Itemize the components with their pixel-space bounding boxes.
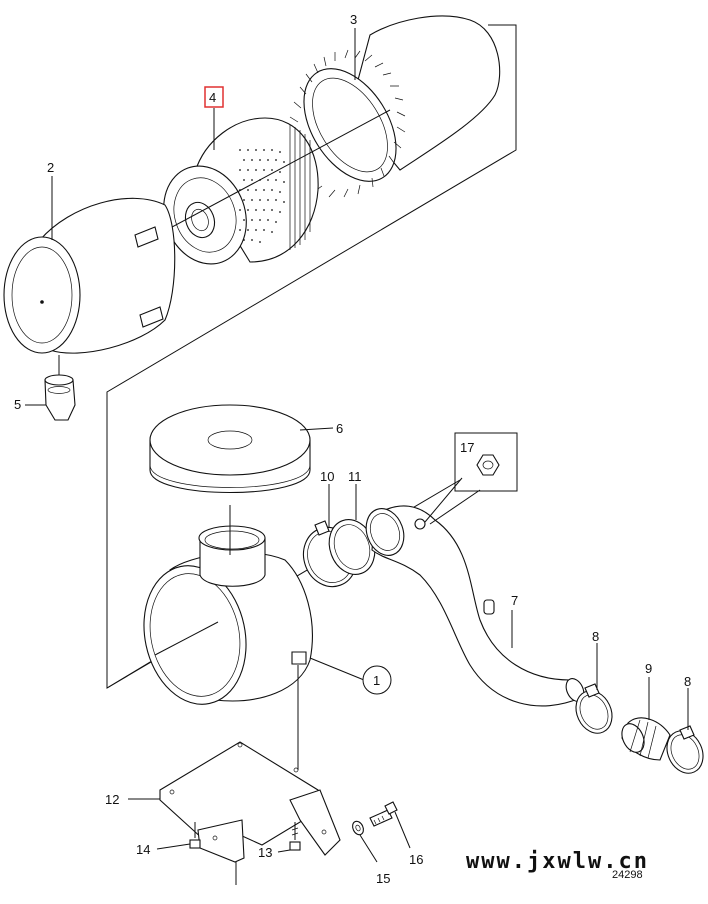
bolt-part-16[interactable] [369,801,398,827]
seal-part-11[interactable] [322,513,382,581]
sleeve-part-9[interactable] [618,717,671,761]
figure-number: 24298 [612,869,643,881]
cover-part-2[interactable] [3,197,176,354]
callout-4: 4 [209,90,216,105]
cover-latch-lower [139,306,164,328]
callout-11: 11 [348,469,362,484]
clamp-part-8-left[interactable] [569,683,618,739]
housing-mount [291,651,307,665]
filter-element-part-4[interactable] [150,117,319,276]
callout-16: 16 [409,852,423,867]
callout-8-right: 8 [684,674,691,689]
callout-4-highlight-box [204,86,224,108]
callout-9: 9 [645,661,652,676]
callout-15: 15 [376,871,390,886]
callout-12: 12 [105,792,119,807]
callout-5: 5 [14,397,21,412]
plug-part-17[interactable] [424,432,518,525]
callout-13: 13 [258,845,272,860]
callout-6: 6 [336,421,343,436]
screw-part-13[interactable] [289,822,301,851]
cover-latch-upper [134,226,159,248]
intake-hose-part-7[interactable] [360,503,587,707]
dust-valve-part-5[interactable] [44,355,76,421]
perforated-screen [239,149,285,243]
clamp-part-8-right[interactable] [660,725,708,779]
callout-7: 7 [511,593,518,608]
callout-3: 3 [350,12,357,27]
bracket-part-12[interactable] [159,741,341,885]
watermark-text: www.jxwlw.cn [466,849,649,874]
plug-inset-box [454,432,518,492]
callout-17: 17 [460,440,474,455]
callout-8-left: 8 [592,629,599,644]
callout-2: 2 [47,160,54,175]
housing-part-1[interactable] [132,505,313,714]
callout-1-circle [362,665,392,695]
callout-labels: 3 4 2 5 6 10 11 17 7 8 9 8 1 12 14 13 15… [14,12,691,886]
callout-1: 1 [373,673,380,688]
pleat-lines [289,125,311,250]
leader-lines [25,28,689,863]
lid-part-6[interactable] [149,404,311,493]
callout-14: 14 [136,842,150,857]
callout-10: 10 [320,469,334,484]
washer-part-15[interactable] [351,820,366,837]
